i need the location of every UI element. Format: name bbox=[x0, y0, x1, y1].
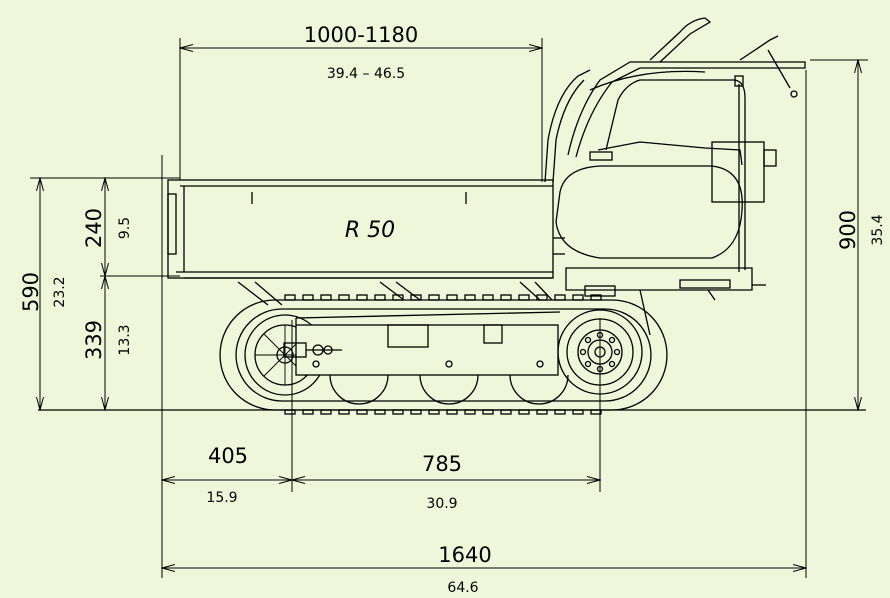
overall-length-mm-label: 1640 bbox=[438, 543, 491, 567]
bin-height-mm-label: 240 bbox=[82, 208, 106, 248]
wheelbase-in-label: 30.9 bbox=[426, 496, 457, 512]
bin-height-in-label: 9.5 bbox=[117, 217, 133, 239]
machine-drawing bbox=[38, 17, 866, 415]
bin-supports bbox=[237, 281, 553, 306]
front-overhang-mm-label: 405 bbox=[208, 444, 248, 468]
dumper-bin bbox=[167, 179, 565, 279]
undercarriage-frame bbox=[283, 311, 561, 376]
dump-reach-in-label: 39.4 – 46.5 bbox=[327, 66, 405, 82]
overall-height-in-label: 23.2 bbox=[52, 276, 68, 307]
dimension-lines bbox=[30, 38, 868, 578]
wheelbase-mm-label: 785 bbox=[422, 452, 462, 476]
road-wheels bbox=[329, 364, 569, 405]
model-label: R 50 bbox=[345, 218, 395, 243]
handle-height-mm-label: 900 bbox=[836, 210, 860, 250]
handle-height-in-label: 35.4 bbox=[870, 214, 886, 245]
front-overhang-in-label: 15.9 bbox=[206, 490, 237, 506]
bin-floor-height-in-label: 13.3 bbox=[117, 324, 133, 355]
dump-reach-mm-label: 1000-1180 bbox=[304, 23, 418, 47]
overall-length-in-label: 64.6 bbox=[447, 580, 478, 596]
bin-floor-height-mm-label: 339 bbox=[82, 320, 106, 360]
overall-height-mm-label: 590 bbox=[19, 272, 43, 312]
dimension-labels: R 50 1000-1180 39.4 – 46.5 590 23.2 240 … bbox=[19, 23, 886, 596]
engine-assembly bbox=[555, 141, 777, 336]
handlebar-frame bbox=[544, 17, 806, 272]
track bbox=[219, 294, 668, 415]
